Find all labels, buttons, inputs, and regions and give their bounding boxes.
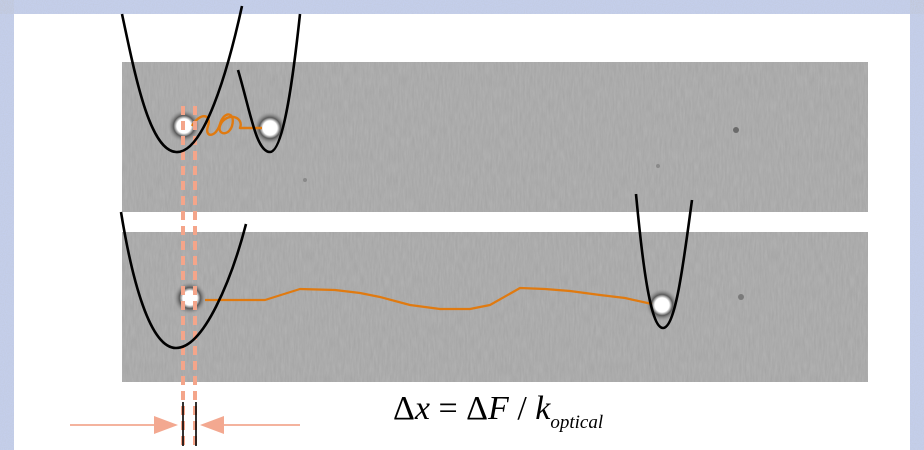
equals-sign: = xyxy=(429,390,467,427)
bead-top-right xyxy=(253,111,287,145)
variable-f: F xyxy=(488,390,509,427)
delta-symbol-force: Δ xyxy=(466,390,489,427)
delta-symbol: Δ xyxy=(393,390,415,427)
subscript-optical: optical xyxy=(550,412,604,433)
bead-bottom-left xyxy=(173,281,207,315)
potential-well-top-left xyxy=(120,5,244,154)
displacement-arrow-left xyxy=(70,416,178,434)
potential-well-bottom-left xyxy=(119,211,248,350)
potential-well-top-right xyxy=(236,13,302,154)
molecule-trajectory-bottom xyxy=(205,286,653,311)
variable-x: x xyxy=(414,390,430,427)
variable-k: k xyxy=(535,390,551,427)
potential-well-bottom-right xyxy=(634,193,694,330)
hooke-law-equation: Δx = ΔF / koptical xyxy=(393,390,604,433)
displacement-arrow-right xyxy=(200,416,300,434)
division-slash: / xyxy=(508,390,536,427)
molecule-trajectory-top xyxy=(190,113,262,136)
